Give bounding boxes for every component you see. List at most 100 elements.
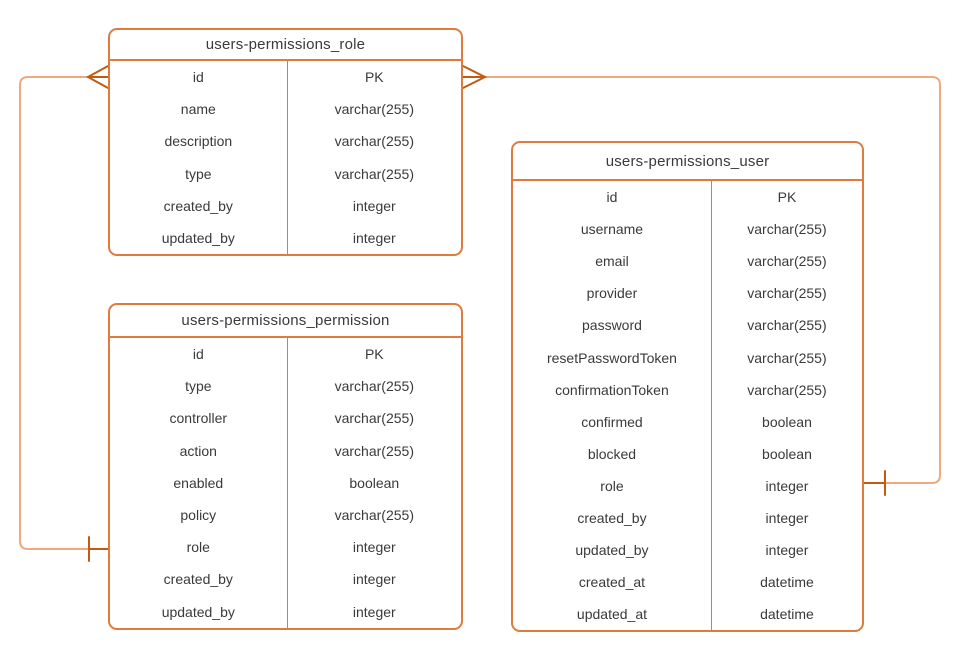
table-row: provider varchar(255) bbox=[513, 277, 862, 310]
field-name: email bbox=[513, 245, 712, 278]
field-type: varchar(255) bbox=[747, 317, 827, 334]
table-row: role integer bbox=[513, 469, 862, 502]
field-type: PK bbox=[777, 189, 797, 206]
table-row: id PK bbox=[110, 61, 461, 94]
field-name: role bbox=[110, 531, 288, 564]
field-type: datetime bbox=[760, 574, 814, 591]
field-type: boolean bbox=[349, 474, 400, 491]
table-row: id PK bbox=[513, 181, 862, 214]
crow-foot-many-icon bbox=[462, 65, 488, 89]
table-row: email varchar(255) bbox=[513, 245, 862, 278]
field-type: varchar(255) bbox=[747, 285, 827, 302]
field-name: updated_by bbox=[110, 595, 288, 628]
field-name: enabled bbox=[110, 466, 288, 499]
field-name: blocked bbox=[513, 437, 712, 470]
field-name: name bbox=[110, 93, 288, 126]
table-row: role integer bbox=[110, 531, 461, 564]
field-type: datetime bbox=[760, 606, 814, 623]
table-row: action varchar(255) bbox=[110, 434, 461, 467]
field-type: varchar(255) bbox=[747, 349, 827, 366]
table-row: updated_by integer bbox=[110, 221, 461, 255]
field-type: varchar(255) bbox=[334, 133, 414, 150]
table-row: created_at datetime bbox=[513, 566, 862, 599]
entity-title: users-permissions_user bbox=[513, 143, 862, 181]
table-row: username varchar(255) bbox=[513, 213, 862, 246]
field-name: id bbox=[513, 181, 712, 214]
table-row: created_by integer bbox=[110, 563, 461, 596]
field-name: created_by bbox=[110, 189, 288, 222]
field-type: varchar(255) bbox=[334, 378, 414, 395]
field-type: integer bbox=[352, 603, 396, 620]
table-row: updated_by integer bbox=[110, 595, 461, 628]
entity-title: users-permissions_permission bbox=[110, 305, 461, 338]
field-name: password bbox=[513, 309, 712, 342]
field-name: created_at bbox=[513, 566, 712, 599]
field-name: policy bbox=[110, 498, 288, 532]
field-type: integer bbox=[765, 509, 809, 526]
field-type: boolean bbox=[762, 413, 812, 430]
field-name: created_by bbox=[110, 563, 288, 596]
one-tick-icon bbox=[88, 536, 109, 562]
field-name: confirmationToken bbox=[513, 373, 712, 406]
one-tick-icon bbox=[863, 470, 886, 496]
field-name: id bbox=[110, 61, 288, 94]
table-row: confirmationToken varchar(255) bbox=[513, 373, 862, 406]
table-row: password varchar(255) bbox=[513, 309, 862, 342]
field-name: type bbox=[110, 370, 288, 403]
table-row: resetPasswordToken varchar(255) bbox=[513, 341, 862, 374]
field-name: confirmed bbox=[513, 405, 712, 438]
field-name: updated_by bbox=[513, 534, 712, 567]
field-type: integer bbox=[765, 542, 809, 559]
table-row: type varchar(255) bbox=[110, 157, 461, 190]
crow-foot-many-icon bbox=[85, 65, 109, 89]
field-type: integer bbox=[352, 571, 396, 588]
field-type: PK bbox=[364, 346, 384, 363]
field-type: integer bbox=[352, 539, 396, 556]
field-name: resetPasswordToken bbox=[513, 341, 712, 374]
table-row: confirmed boolean bbox=[513, 405, 862, 438]
field-type: varchar(255) bbox=[747, 221, 827, 238]
table-row: created_by integer bbox=[513, 501, 862, 535]
field-name: description bbox=[110, 125, 288, 158]
entity-title: users-permissions_role bbox=[110, 30, 461, 61]
entity-table-users-permissions-permission[interactable]: users-permissions_permission id PK type var… bbox=[108, 303, 463, 630]
field-name: created_by bbox=[513, 501, 712, 535]
entity-table-users-permissions-user[interactable]: users-permissions_user id PK username varch… bbox=[511, 141, 864, 633]
relation-line[interactable] bbox=[462, 76, 941, 484]
field-name: type bbox=[110, 157, 288, 190]
table-row: created_by integer bbox=[110, 189, 461, 222]
relation-role-to-user[interactable] bbox=[462, 65, 941, 496]
field-name: updated_at bbox=[513, 598, 712, 631]
field-type: varchar(255) bbox=[334, 410, 414, 427]
table-row: id PK bbox=[110, 338, 461, 371]
field-name: updated_by bbox=[110, 221, 288, 255]
relation-role-to-permission[interactable] bbox=[19, 65, 109, 562]
field-type: boolean bbox=[762, 445, 812, 462]
relation-line[interactable] bbox=[19, 76, 109, 550]
field-name: action bbox=[110, 434, 288, 467]
field-name: id bbox=[110, 338, 288, 371]
field-name: role bbox=[513, 469, 712, 502]
table-row: updated_by integer bbox=[513, 534, 862, 567]
field-type: varchar(255) bbox=[334, 442, 414, 459]
table-row: description varchar(255) bbox=[110, 125, 461, 158]
table-row: type varchar(255) bbox=[110, 370, 461, 403]
field-type: varchar(255) bbox=[747, 253, 827, 270]
field-type: integer bbox=[765, 477, 809, 494]
field-type: integer bbox=[352, 197, 396, 214]
field-type: varchar(255) bbox=[334, 165, 414, 182]
entity-rows: id PK username varchar(255) email varchar(255… bbox=[513, 181, 862, 631]
field-type: PK bbox=[364, 69, 384, 86]
field-name: provider bbox=[513, 277, 712, 310]
field-name: username bbox=[513, 213, 712, 246]
field-type: varchar(255) bbox=[747, 381, 827, 398]
field-type: integer bbox=[352, 230, 396, 247]
